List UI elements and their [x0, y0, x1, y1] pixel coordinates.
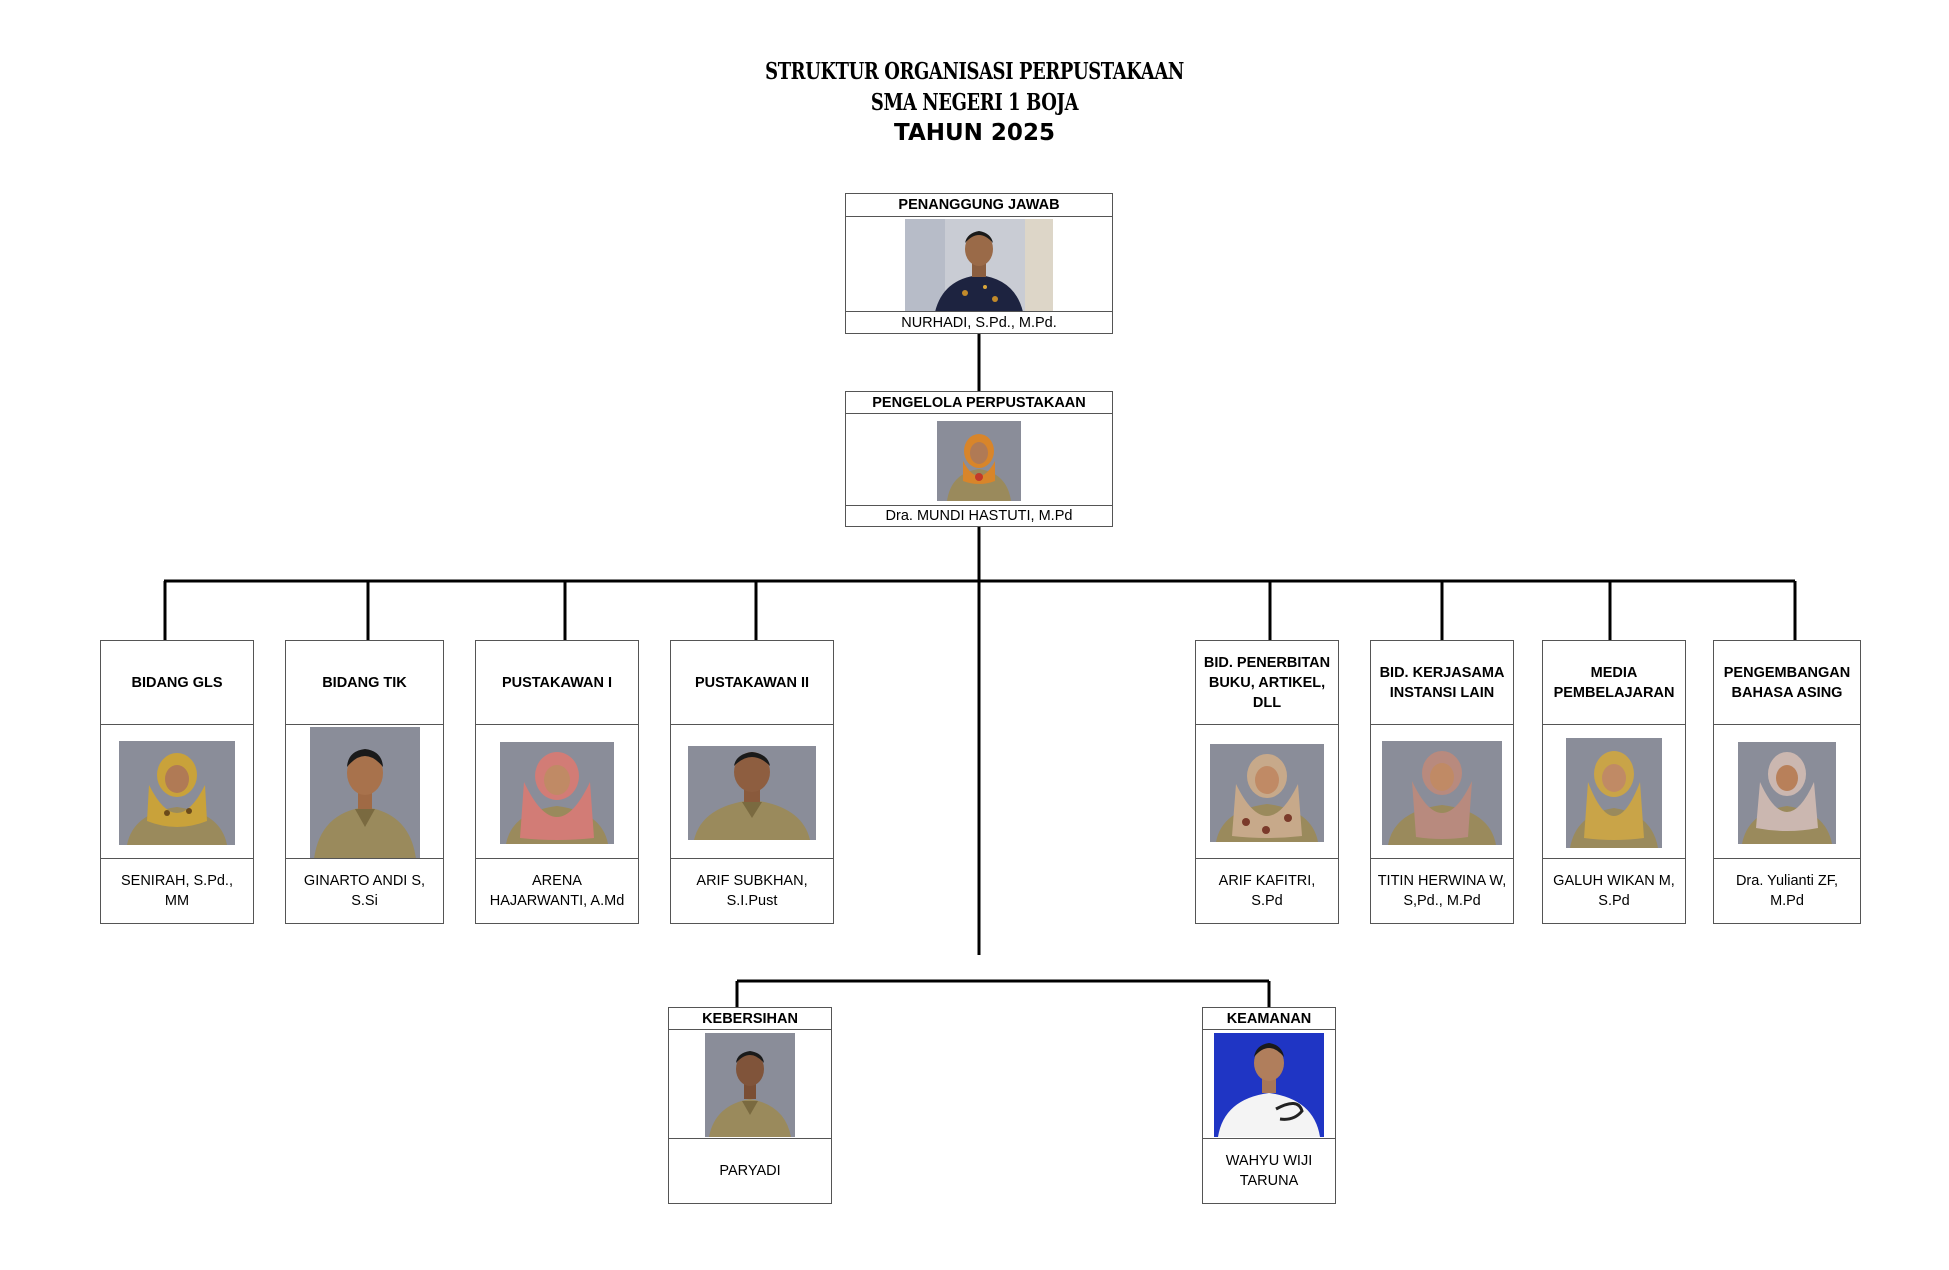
manager-role: PENGELOLA PERPUSTAKAAN: [846, 392, 1112, 414]
penerbitan-photo-area: [1196, 725, 1338, 860]
kebersihan-photo: [705, 1033, 795, 1137]
kerjasama-box: BID. KERJASAMA INSTANSI LAIN TITIN HERWI…: [1370, 640, 1514, 924]
bahasa-photo: [1738, 741, 1836, 844]
title-line-2: SMA NEGERI 1 BOJA: [870, 89, 1079, 116]
kebersihan-photo-area: [669, 1030, 831, 1140]
media-role: MEDIA PEMBELAJARAN: [1543, 641, 1685, 725]
pustakawan-1-name: ARENA HAJARWANTI, A.Md: [476, 858, 638, 923]
kerjasama-role: BID. KERJASAMA INSTANSI LAIN: [1371, 641, 1513, 725]
media-photo-area: [1543, 725, 1685, 860]
tik-name: GINARTO ANDI S, S.Si: [286, 858, 443, 923]
kebersihan-box: KEBERSIHAN PARYADI: [668, 1007, 832, 1204]
manager-name: Dra. MUNDI HASTUTI, M.Pd: [846, 505, 1112, 526]
media-box: MEDIA PEMBELAJARAN GALUH WIKAN M, S.Pd: [1542, 640, 1686, 924]
head-box: PENANGGUNG JAWAB NURHADI, S.Pd., M.Pd.: [845, 193, 1113, 334]
manager-photo-area: [846, 414, 1112, 507]
pustakawan-2-role: PUSTAKAWAN II: [671, 641, 833, 725]
pustakawan-1-photo: [500, 741, 614, 844]
pustakawan-1-box: PUSTAKAWAN I ARENA HAJARWANTI, A.Md: [475, 640, 639, 924]
chart-title: STRUKTUR ORGANISASI PERPUSTAKAAN SMA NEG…: [0, 56, 1949, 148]
keamanan-photo: [1214, 1033, 1324, 1137]
pustakawan-2-photo-area: [671, 725, 833, 860]
bahasa-box: PENGEMBANGAN BAHASA ASING Dra. Yulianti …: [1713, 640, 1861, 924]
gls-role: BIDANG GLS: [101, 641, 253, 725]
pustakawan-1-photo-area: [476, 725, 638, 860]
head-role: PENANGGUNG JAWAB: [846, 194, 1112, 217]
tik-photo: [309, 726, 420, 859]
keamanan-role: KEAMANAN: [1203, 1008, 1335, 1030]
title-line-3: TAHUN 2025: [894, 120, 1055, 146]
keamanan-name: WAHYU WIJI TARUNA: [1203, 1138, 1335, 1203]
bahasa-name: Dra. Yulianti ZF, M.Pd: [1714, 858, 1860, 923]
kerjasama-photo: [1382, 740, 1502, 845]
title-line-1: STRUKTUR ORGANISASI PERPUSTAKAAN: [765, 58, 1184, 85]
tik-box: BIDANG TIK GINARTO ANDI S, S.Si: [285, 640, 444, 924]
gls-photo: [119, 740, 235, 845]
kebersihan-name: PARYADI: [669, 1138, 831, 1203]
bahasa-photo-area: [1714, 725, 1860, 860]
head-photo: [905, 219, 1053, 312]
penerbitan-box: BID. PENERBITAN BUKU, ARTIKEL, DLL ARIF …: [1195, 640, 1339, 924]
keamanan-photo-area: [1203, 1030, 1335, 1140]
kebersihan-role: KEBERSIHAN: [669, 1008, 831, 1030]
manager-photo: [937, 420, 1021, 501]
head-name: NURHADI, S.Pd., M.Pd.: [846, 311, 1112, 333]
pustakawan-2-box: PUSTAKAWAN II ARIF SUBKHAN, S.I.Pust: [670, 640, 834, 924]
penerbitan-role: BID. PENERBITAN BUKU, ARTIKEL, DLL: [1196, 641, 1338, 725]
tik-photo-area: [286, 725, 443, 860]
kerjasama-photo-area: [1371, 725, 1513, 860]
manager-box: PENGELOLA PERPUSTAKAAN Dra. MUNDI HASTUT…: [845, 391, 1113, 527]
media-name: GALUH WIKAN M, S.Pd: [1543, 858, 1685, 923]
gls-photo-area: [101, 725, 253, 860]
penerbitan-name: ARIF KAFITRI, S.Pd: [1196, 858, 1338, 923]
keamanan-box: KEAMANAN WAHYU WIJI TARUNA: [1202, 1007, 1336, 1204]
kerjasama-name: TITIN HERWINA W, S,Pd., M.Pd: [1371, 858, 1513, 923]
gls-name: SENIRAH, S.Pd., MM: [101, 858, 253, 923]
penerbitan-photo: [1210, 743, 1324, 842]
pustakawan-2-name: ARIF SUBKHAN, S.I.Pust: [671, 858, 833, 923]
bahasa-role: PENGEMBANGAN BAHASA ASING: [1714, 641, 1860, 725]
gls-box: BIDANG GLS SENIRAH, S.Pd., MM: [100, 640, 254, 924]
pustakawan-1-role: PUSTAKAWAN I: [476, 641, 638, 725]
head-photo-area: [846, 217, 1112, 314]
tik-role: BIDANG TIK: [286, 641, 443, 725]
media-photo: [1566, 737, 1662, 848]
pustakawan-2-photo: [688, 745, 816, 840]
